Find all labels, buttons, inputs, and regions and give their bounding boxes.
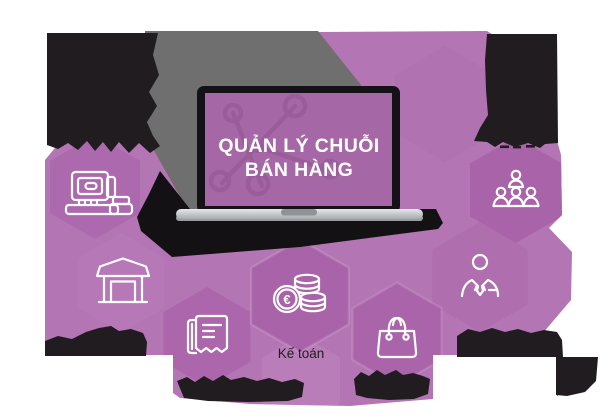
accounting-label: Kế toán	[278, 346, 325, 361]
petal-bag	[353, 284, 441, 384]
petal-salesperson	[432, 222, 528, 332]
petal-top-right	[395, 46, 495, 162]
pos-terminal-icon	[64, 170, 134, 216]
blob-bottom-center-left	[177, 375, 304, 402]
blob-top-right	[474, 34, 558, 148]
euro-symbol: €	[283, 292, 290, 307]
laptop-screen	[205, 93, 392, 206]
laptop: QUẢN LÝ CHUỖI BÁN HÀNG	[176, 86, 423, 221]
shopping-bag-icon	[376, 316, 418, 359]
invoice-receipt-icon	[186, 314, 229, 355]
blob-left-middle	[45, 326, 147, 356]
white-patch-bottom-left	[45, 355, 173, 420]
screen-title-line2: BÁN HÀNG	[245, 158, 353, 181]
screen-title-line1: QUẢN LÝ CHUỖI	[218, 133, 379, 157]
coins-icon: €	[272, 273, 327, 314]
blob-right	[457, 328, 598, 396]
laptop-base-notch	[281, 209, 317, 216]
customer-group-icon	[492, 169, 540, 208]
network-share-icon	[208, 93, 341, 197]
blob-top-left	[47, 33, 160, 153]
petal-customers	[470, 137, 562, 243]
petal-warehouse	[77, 233, 165, 333]
redaction-blobs	[45, 33, 598, 402]
blob-bottom-center-right	[354, 370, 430, 400]
warehouse-icon	[95, 257, 151, 304]
white-patch-bottom-right	[433, 355, 557, 420]
salesperson-icon	[460, 253, 500, 298]
petal-accounting-label	[262, 335, 340, 406]
